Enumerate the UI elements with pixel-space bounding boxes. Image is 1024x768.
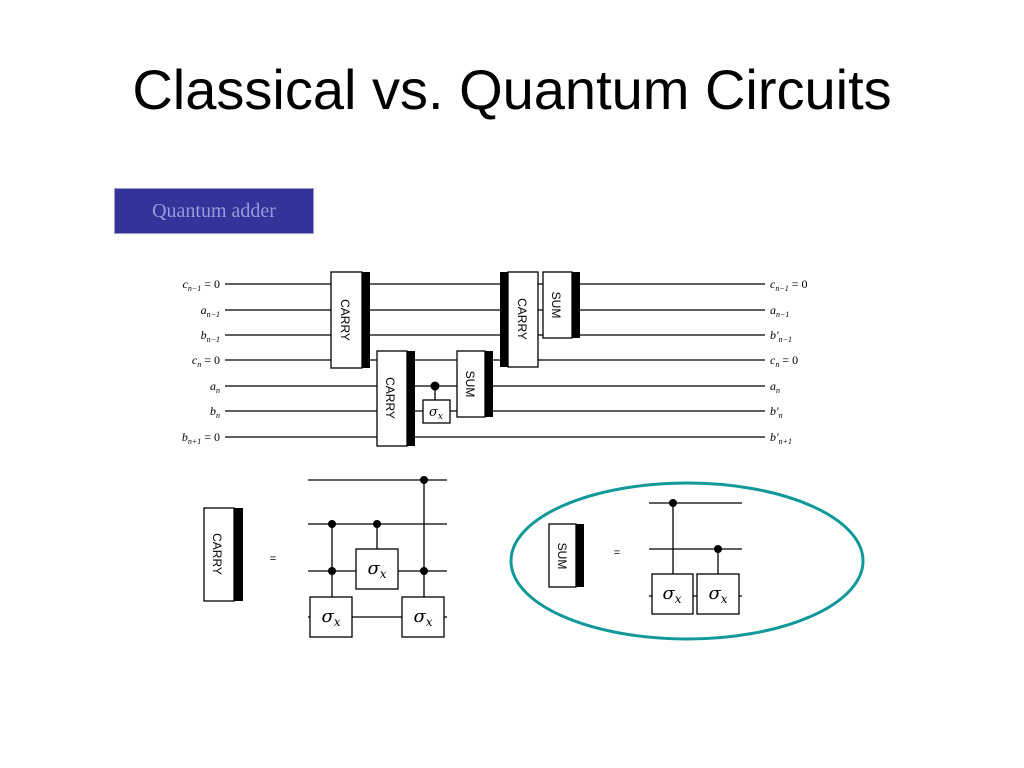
control-dot <box>669 499 677 507</box>
equals-sign: = <box>614 547 620 559</box>
input-label: cn−1 = 0 <box>182 277 220 293</box>
input-label: bn+1 = 0 <box>182 430 220 446</box>
sum-gate-label: SUM <box>549 292 563 319</box>
sum-gate-1: SUM <box>456 350 493 418</box>
input-labels: cn−1 = 0 an−1 bn−1 cn = 0 an bn bn+1 = 0 <box>182 277 220 446</box>
control-dot <box>420 476 428 484</box>
carry-gate-2: CARRY <box>376 350 415 447</box>
output-label: cn = 0 <box>770 353 798 369</box>
input-label: an−1 <box>201 303 220 319</box>
control-dot <box>420 567 428 575</box>
sigma-x-label: σx <box>413 606 432 629</box>
input-label: bn <box>210 404 220 420</box>
sum-definition-circuit: σx σx <box>649 499 742 615</box>
control-dot <box>328 520 336 528</box>
control-dot <box>714 545 722 553</box>
sum-definition-symbol: SUM <box>548 523 584 588</box>
sum-gate-2: SUM <box>542 271 580 339</box>
carry-definition-label: CARRY <box>210 533 224 575</box>
sum-gate-label: SUM <box>463 371 477 398</box>
sigma-x-label: σx <box>708 583 727 606</box>
control-dot <box>373 520 381 528</box>
carry-definition-circuit: σx σx σx <box>308 476 447 638</box>
input-label: bn−1 <box>201 328 220 344</box>
carry-gate-label: CARRY <box>515 298 529 340</box>
carry-gate-3: CARRY <box>500 271 539 368</box>
output-label: b′n <box>770 404 783 420</box>
carry-gate-1: CARRY <box>330 271 370 369</box>
sigma-x-label: σx <box>367 558 386 581</box>
output-label: b′n+1 <box>770 430 792 446</box>
sigma-x-label: σx <box>662 583 681 606</box>
output-labels: cn−1 = 0 an−1 b′n−1 cn = 0 an b′n b′n+1 <box>770 277 808 446</box>
control-dot <box>328 567 336 575</box>
sigma-x-label: σx <box>429 405 443 422</box>
output-label: b′n−1 <box>770 328 792 344</box>
sigma-x-label: σx <box>321 606 340 629</box>
carry-gate-label: CARRY <box>338 299 352 341</box>
subtitle-box: Quantum adder <box>114 188 314 234</box>
output-label: an <box>770 379 780 395</box>
slide-title: Classical vs. Quantum Circuits <box>132 58 892 121</box>
input-label: cn = 0 <box>192 353 220 369</box>
sum-definition-label: SUM <box>555 543 569 570</box>
carry-gate-label: CARRY <box>383 377 397 419</box>
subtitle-text: Quantum adder <box>152 199 276 222</box>
input-label: an <box>210 379 220 395</box>
highlight-ellipse <box>509 481 865 641</box>
equals-sign: = <box>270 553 276 565</box>
control-dot <box>430 381 440 391</box>
output-label: cn−1 = 0 <box>770 277 808 293</box>
output-label: an−1 <box>770 303 789 319</box>
controlled-not-gate: σx <box>422 381 451 424</box>
carry-definition-symbol: CARRY <box>203 507 243 602</box>
adder-wires <box>225 283 765 438</box>
